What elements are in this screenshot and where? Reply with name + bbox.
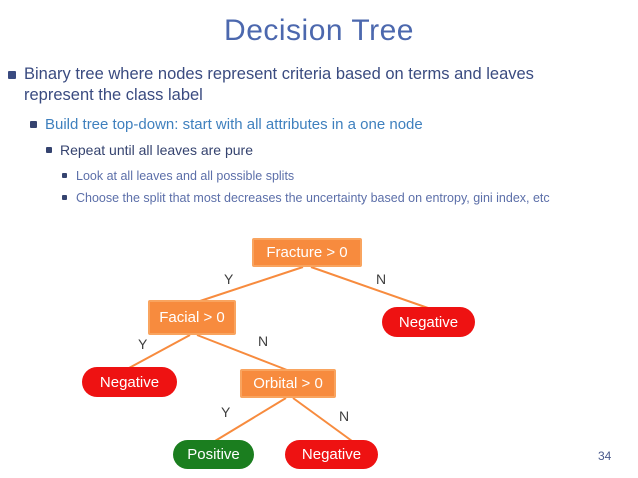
tree-node-facial: Facial > 0 (148, 300, 236, 335)
bullet-text: Repeat until all leaves are pure (60, 142, 254, 158)
page-title: Decision Tree (224, 14, 414, 47)
branch-label-yes: Y (138, 336, 148, 352)
bullet-square-icon (30, 121, 37, 128)
bullet-item-level4: Look at all leaves and all possible spli… (62, 168, 622, 184)
tree-leaf-positive: Positive (173, 440, 254, 469)
bullet-square-icon (62, 195, 67, 200)
bullet-square-icon (8, 71, 16, 79)
branch-label-no: N (376, 271, 387, 287)
tree-node-fracture: Fracture > 0 (252, 238, 362, 267)
bullet-square-icon (62, 173, 67, 178)
branch-label-yes: Y (224, 271, 234, 287)
bullet-text: Look at all leaves and all possible spli… (76, 169, 295, 183)
bullet-square-icon (46, 147, 52, 153)
tree-leaf-negative: Negative (82, 367, 177, 397)
branch-label-yes: Y (221, 404, 231, 420)
branch-label-no: N (339, 408, 350, 424)
tree-node-orbital: Orbital > 0 (240, 369, 336, 398)
tree-leaf-negative: Negative (382, 307, 475, 337)
page-number: 34 (598, 449, 612, 463)
bullet-text: Choose the split that most decreases the… (76, 191, 550, 205)
bullet-text: Binary tree where nodes represent criter… (24, 65, 534, 104)
bullet-item-level2: Build tree top-down: start with all attr… (30, 115, 620, 135)
bullet-item-level4: Choose the split that most decreases the… (62, 190, 628, 206)
bullet-item-level1: Binary tree where nodes represent criter… (8, 64, 608, 106)
tree-leaf-negative: Negative (285, 440, 378, 469)
bullet-text: Build tree top-down: start with all attr… (45, 116, 423, 133)
bullet-item-level3: Repeat until all leaves are pure (46, 141, 616, 159)
branch-label-no: N (258, 333, 269, 349)
